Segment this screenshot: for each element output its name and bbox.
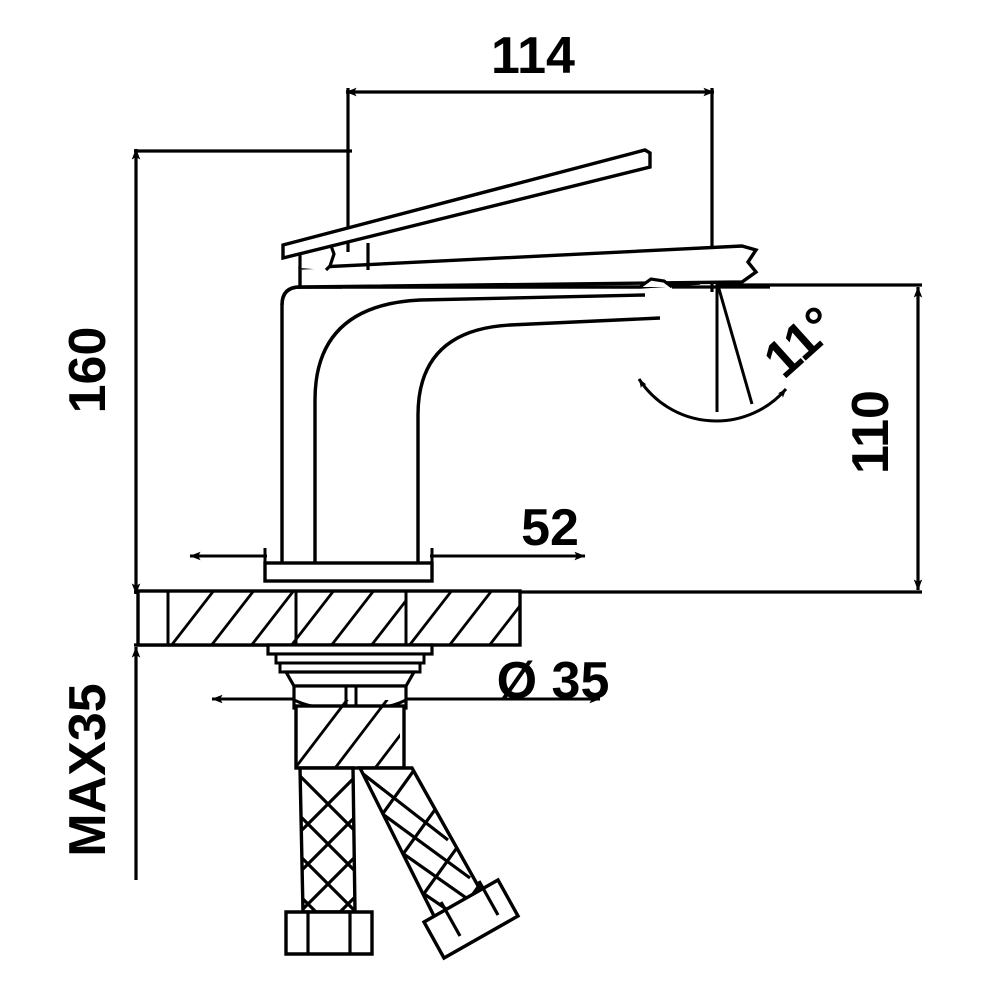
angle-outlet-axis xyxy=(715,281,754,405)
dimension-angle-11 xyxy=(637,268,788,423)
hose-left-body xyxy=(298,766,357,914)
shank-hatch xyxy=(296,700,400,768)
dimension-label-diameter-35: Ø 35 xyxy=(497,652,610,710)
dimension-label-160: 160 xyxy=(59,327,117,414)
dimension-label-52: 52 xyxy=(521,499,579,557)
dimension-label-angle-11: 11° xyxy=(753,295,848,389)
spout-curve-outer xyxy=(313,293,646,563)
counter-hatch-right xyxy=(407,591,520,645)
faucet-body xyxy=(263,148,770,583)
spout-curve-inner xyxy=(416,316,661,563)
mounting-hardware xyxy=(266,643,434,770)
lock-nut-chamfer xyxy=(283,670,417,688)
dimension-label-max35: MAX35 xyxy=(59,683,117,856)
counter-hatch-left xyxy=(169,591,406,645)
hose-right-hex-facet-1 xyxy=(439,901,462,937)
hose-right-hex-nut xyxy=(421,877,521,961)
supply-hoses xyxy=(284,766,521,961)
threaded-shank xyxy=(294,704,406,770)
body-outer-left-wall xyxy=(280,285,342,563)
hose-left-hex-nut xyxy=(284,910,374,956)
base-flange xyxy=(263,561,434,583)
angle-arc-11 xyxy=(637,378,788,423)
spout-upper-band xyxy=(298,244,759,289)
dimension-label-114: 114 xyxy=(491,27,575,85)
dimension-label-110: 110 xyxy=(842,390,900,474)
lever-handle xyxy=(281,148,652,261)
dimension-110 xyxy=(520,283,923,594)
hose-right-hex-facet-2 xyxy=(477,880,500,916)
counter-outline xyxy=(136,589,522,647)
dimension-max35 xyxy=(131,643,268,880)
spout-tip-notch xyxy=(639,277,673,289)
hose-left-braid xyxy=(300,768,355,912)
